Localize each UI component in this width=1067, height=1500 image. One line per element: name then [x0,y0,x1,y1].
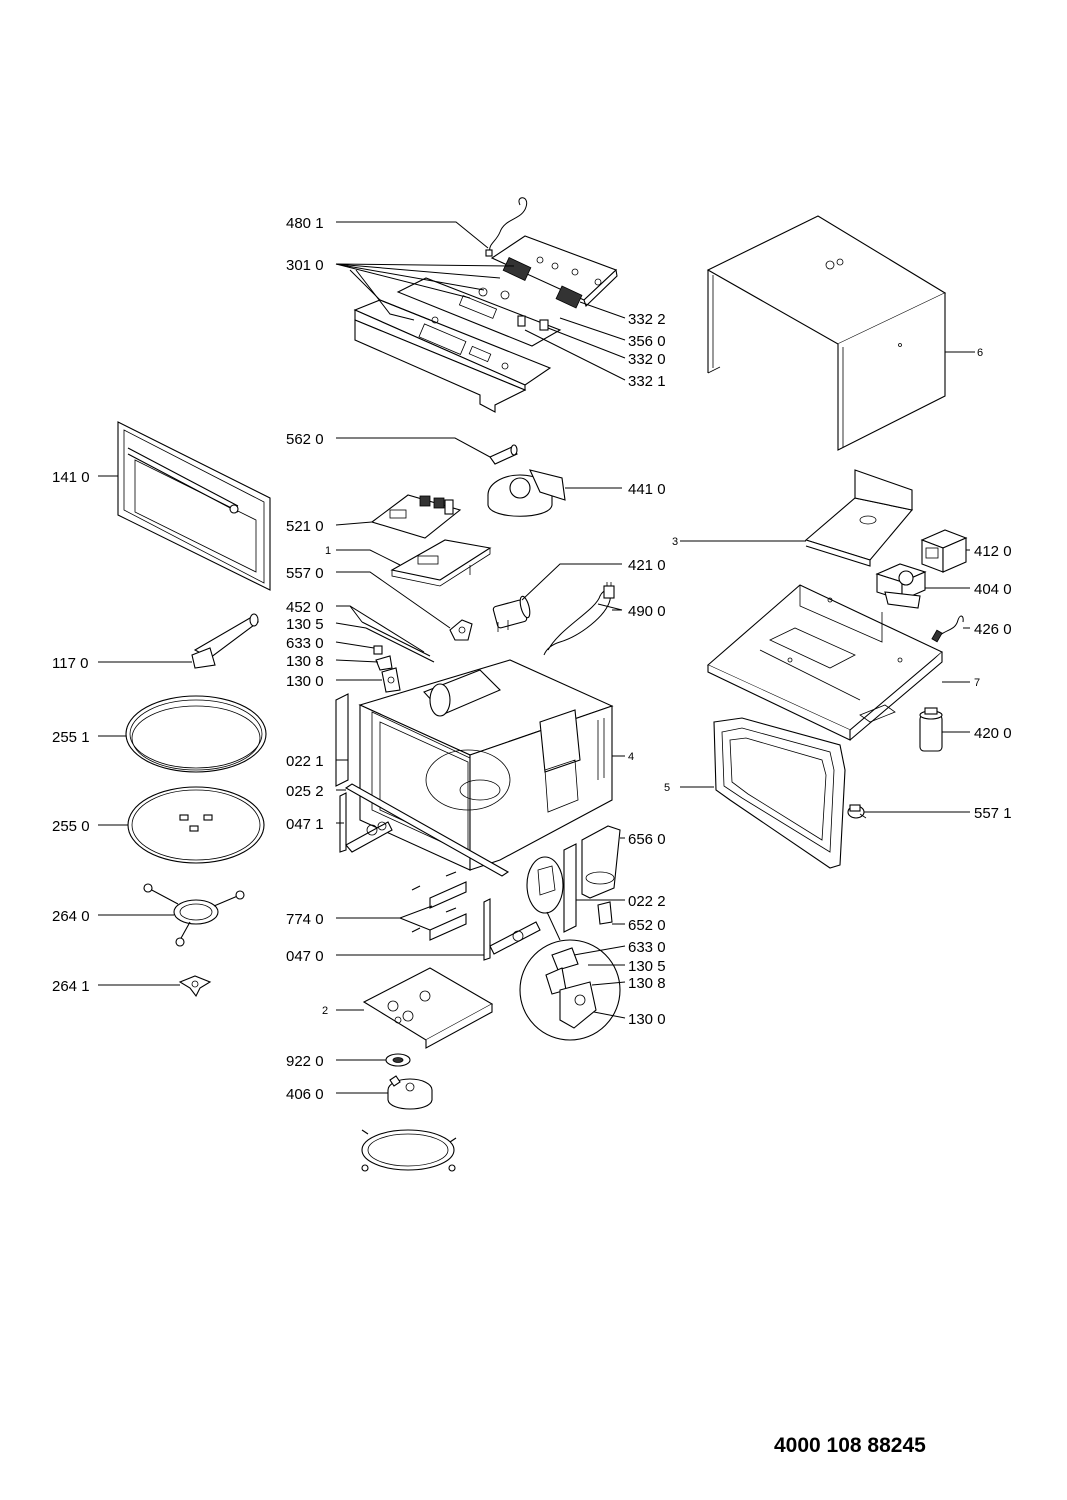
callout-521-0: 521 0 [286,518,324,535]
part-motor-ring [361,1129,457,1172]
callout-025-2: 025 2 [286,783,324,800]
part-412-0-transformer [920,529,968,573]
part-3-waveguide [804,469,914,567]
callout-480-1: 480 1 [286,215,324,232]
callout-652-0: 652 0 [628,917,666,934]
part-420-0-component [919,707,943,752]
part-264-0-roller-support [143,883,245,947]
callout-421-0: 421 0 [628,557,666,574]
callout-441-0: 441 0 [628,481,666,498]
part-404-0-magnetron [875,563,927,609]
callout-7: 7 [974,677,980,689]
callout-356-0: 356 0 [628,333,666,350]
callout-4: 4 [628,751,634,763]
part-441-0-fan [487,469,566,517]
callout-2: 2 [322,1005,328,1017]
callout-5: 5 [664,782,670,794]
part-2-bottom-plate [362,967,494,1049]
part-7-base-plate [706,584,944,741]
callout-404-0: 404 0 [974,581,1012,598]
part-117-0-handle-bracket [191,613,260,669]
callout-022-2: 022 2 [628,893,666,910]
callout-633-0-b: 633 0 [628,939,666,956]
part-922-0-washer [385,1053,411,1067]
callout-130-0-a: 130 0 [286,673,324,690]
callout-264-1: 264 1 [52,978,90,995]
callout-562-0: 562 0 [286,431,324,448]
part-480-1-wire [485,197,528,257]
callout-047-0: 047 0 [286,948,324,965]
callout-922-0: 922 0 [286,1053,324,1070]
callout-633-0-a: 633 0 [286,635,324,652]
callout-301-0: 301 0 [286,257,324,274]
part-4-oven-cavity [358,659,614,871]
part-264-1-coupler [178,975,212,998]
part-025-2-strip [344,783,510,877]
part-521-0-pcb [370,494,462,539]
callout-117-0: 117 0 [52,655,88,672]
callout-406-0: 406 0 [286,1086,324,1103]
callout-332-2: 332 2 [628,311,666,328]
callout-141-0: 141 0 [52,469,90,486]
callout-332-1: 332 1 [628,373,666,390]
callout-130-5-a: 130 5 [286,616,324,633]
callout-774-0: 774 0 [286,911,324,928]
part-047-0-hinge [483,898,541,961]
callout-255-1: 255 1 [52,729,90,746]
callout-1: 1 [325,545,331,557]
callout-130-8-b: 130 8 [628,975,666,992]
part-141-0-door [117,421,271,591]
callout-3: 3 [672,536,678,548]
part-latch-group-left [373,645,401,693]
part-5-door-frame [713,717,846,869]
callout-452-0: 452 0 [286,599,324,616]
part-452-0-rods [361,621,435,663]
callout-412-0: 412 0 [974,543,1012,560]
callout-490-0: 490 0 [628,603,666,620]
callout-420-0: 420 0 [974,725,1012,742]
callout-557-1: 557 1 [974,805,1012,822]
callout-332-0: 332 0 [628,351,666,368]
part-022-2-strip [563,843,577,933]
part-562-0-fuse [489,444,518,465]
part-255-0-glass-tray [127,786,265,864]
detail-circle-small [526,856,564,914]
part-426-0-sensor [931,615,964,643]
leader-lines [98,221,975,1094]
callout-130-8-a: 130 8 [286,653,324,670]
part-490-0-power-cord [543,582,615,656]
part-774-0-screws [411,871,467,941]
callout-130-0-b: 130 0 [628,1011,666,1028]
callout-557-0: 557 0 [286,565,324,582]
part-652-0-clip [597,901,613,925]
part-1-bracket [390,539,492,587]
part-047-1-hinge [339,792,393,853]
part-255-1-ring [125,695,267,773]
callout-264-0: 264 0 [52,908,90,925]
callout-426-0: 426 0 [974,621,1012,638]
part-557-0-switch [449,619,473,641]
part-406-0-motor [387,1075,433,1110]
part-557-1-switch [847,804,867,819]
callout-labels: 480 1 301 0 332 2 356 0 332 0 332 1 6 56… [52,215,1012,1103]
callout-022-1: 022 1 [286,753,324,770]
part-656-0-cover [581,825,621,899]
callout-047-1: 047 1 [286,816,324,833]
part-421-0-capacitor [492,595,531,632]
callout-255-0: 255 0 [52,818,90,835]
callout-656-0: 656 0 [628,831,666,848]
callout-6: 6 [977,347,983,359]
part-control-panel [353,235,618,413]
part-022-1-strip [335,693,349,787]
document-number: 4000 108 88245 [774,1434,926,1457]
callout-130-5-b: 130 5 [628,958,666,975]
part-6-outer-cabinet [706,215,947,451]
